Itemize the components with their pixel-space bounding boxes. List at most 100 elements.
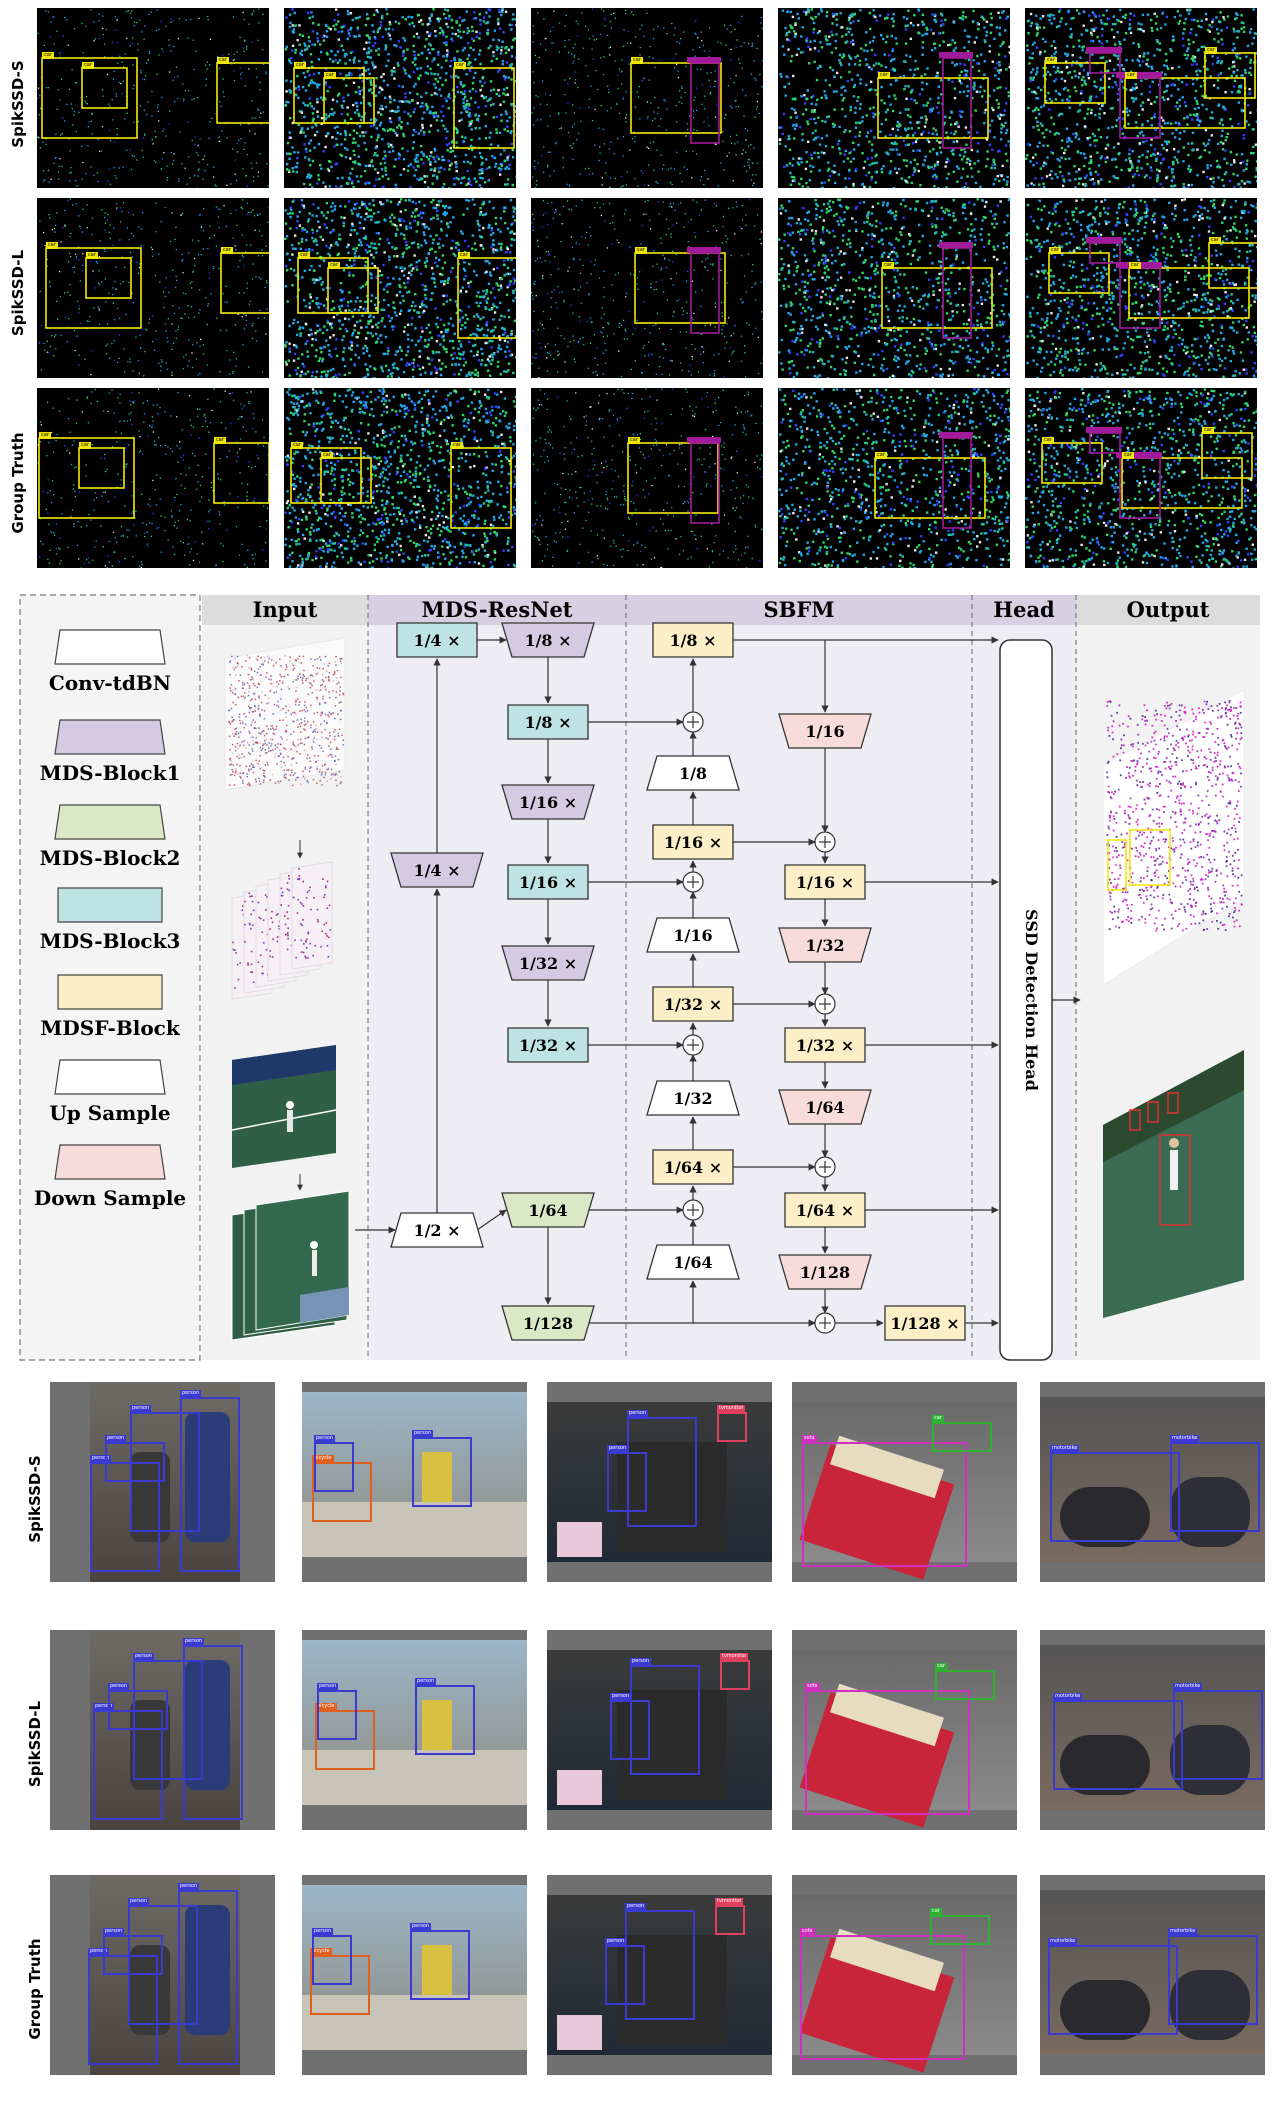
detection-label: person bbox=[314, 1435, 336, 1442]
bounding-box bbox=[1048, 1945, 1178, 2035]
block-label-b4: 1/16 × bbox=[519, 873, 577, 892]
bounding-box bbox=[607, 1452, 647, 1512]
input-event-volume bbox=[224, 637, 346, 791]
bounding-box bbox=[183, 1645, 243, 1820]
block-c2 bbox=[646, 755, 740, 791]
detection-label: person bbox=[610, 1693, 632, 1700]
block-b3 bbox=[501, 784, 595, 820]
block-b5 bbox=[501, 945, 595, 981]
bounding-box bbox=[105, 1442, 165, 1482]
detection-label: car bbox=[875, 452, 887, 459]
block-label-d6: 1/64 × bbox=[796, 1201, 854, 1220]
event-frame: car bbox=[778, 198, 1010, 378]
bounding-box bbox=[310, 1955, 370, 2015]
block-b1 bbox=[501, 622, 595, 658]
detection-label: person bbox=[605, 1938, 627, 1945]
detection-label: car bbox=[1129, 262, 1141, 269]
bounding-box bbox=[715, 1905, 745, 1935]
bounding-box bbox=[1168, 1935, 1258, 2025]
legend-label: MDS-Block3 bbox=[40, 929, 181, 953]
detection-label: motorbike bbox=[1053, 1693, 1083, 1700]
legend-label: MDSF-Block bbox=[40, 1016, 181, 1040]
top-row-label-3: Group Truth bbox=[9, 432, 27, 534]
detection-label: person bbox=[108, 1683, 130, 1690]
block-d2 bbox=[784, 864, 866, 900]
event-frame: car bbox=[531, 198, 763, 378]
block-c8 bbox=[646, 1244, 740, 1280]
block-label-b5: 1/32 × bbox=[519, 954, 577, 973]
bounding-box bbox=[1053, 1700, 1183, 1790]
header-head: Head bbox=[993, 597, 1055, 622]
detection-label: person bbox=[415, 1678, 437, 1685]
detection-label: person bbox=[88, 1948, 110, 1955]
bounding-box bbox=[1050, 1452, 1180, 1542]
block-b4 bbox=[507, 864, 589, 900]
block-label-d3: 1/32 bbox=[805, 936, 844, 955]
event-frame: car bbox=[531, 388, 763, 568]
bounding-box bbox=[410, 1930, 470, 2000]
legend-swatch bbox=[57, 974, 163, 1010]
detection-label: car bbox=[79, 442, 91, 449]
bounding-box bbox=[625, 1910, 695, 2020]
bounding-box bbox=[630, 1665, 700, 1775]
legend-swatch bbox=[54, 629, 166, 665]
block-a3 bbox=[390, 1212, 484, 1248]
detection-label: tvmonitor bbox=[720, 1653, 749, 1660]
bounding-box bbox=[412, 1437, 472, 1507]
detection-photo: person tvmonitor person bbox=[547, 1630, 772, 1830]
detection-label: car bbox=[932, 1415, 944, 1422]
bottom-row-label-2: SpikSSD-L bbox=[26, 1700, 44, 1788]
detection-label: car bbox=[628, 437, 640, 444]
block-d1 bbox=[778, 713, 872, 749]
detection-label: sofa bbox=[805, 1683, 820, 1690]
detection-label: car bbox=[458, 252, 470, 259]
block-label-c7: 1/64 × bbox=[664, 1158, 722, 1177]
block-label-c1: 1/8 × bbox=[669, 631, 716, 650]
block-label-c2: 1/8 bbox=[679, 764, 707, 783]
bounding-box bbox=[930, 1915, 990, 1945]
detection-label: person bbox=[630, 1658, 652, 1665]
bounding-box bbox=[180, 1397, 240, 1572]
detection-label: motorbike bbox=[1170, 1435, 1200, 1442]
bounding-box bbox=[103, 1935, 163, 1975]
detection-label: car bbox=[46, 242, 58, 249]
event-frame: car bbox=[531, 8, 763, 188]
legend-swatch bbox=[54, 1144, 166, 1180]
block-label-c6: 1/32 bbox=[673, 1089, 712, 1108]
detection-label: tvmonitor bbox=[717, 1405, 746, 1412]
block-b7 bbox=[501, 1192, 595, 1228]
detection-label: car bbox=[878, 72, 890, 79]
bottom-row-label-1: SpikSSD-S bbox=[26, 1455, 44, 1543]
detection-label: car bbox=[930, 1908, 942, 1915]
detection-label: person bbox=[625, 1903, 647, 1910]
bounding-box bbox=[1170, 1442, 1260, 1532]
detection-label: person bbox=[312, 1928, 334, 1935]
block-label-d7: 1/128 bbox=[800, 1263, 850, 1282]
bounding-box bbox=[93, 1710, 163, 1820]
block-label-d5: 1/64 bbox=[805, 1098, 844, 1117]
detection-label: car bbox=[1042, 437, 1054, 444]
block-label-c4: 1/16 bbox=[673, 926, 712, 945]
bounding-box bbox=[130, 1412, 200, 1532]
detection-label: tvmonitor bbox=[715, 1898, 744, 1905]
detection-label: car bbox=[324, 72, 336, 79]
bounding-box bbox=[128, 1905, 198, 2025]
detection-label: person bbox=[410, 1923, 432, 1930]
block-c3 bbox=[652, 824, 734, 860]
block-b6 bbox=[507, 1027, 589, 1063]
bounding-box bbox=[1173, 1690, 1263, 1780]
output-event-detection bbox=[1102, 689, 1245, 986]
architecture-diagram: Input MDS-ResNet SBFM Head Output Conv-t… bbox=[19, 594, 1260, 1361]
detection-label: motorbike bbox=[1173, 1683, 1203, 1690]
block-label-d4: 1/32 × bbox=[796, 1036, 854, 1055]
block-a2 bbox=[390, 852, 484, 888]
block-d3 bbox=[778, 927, 872, 963]
bounding-box bbox=[90, 1462, 160, 1572]
